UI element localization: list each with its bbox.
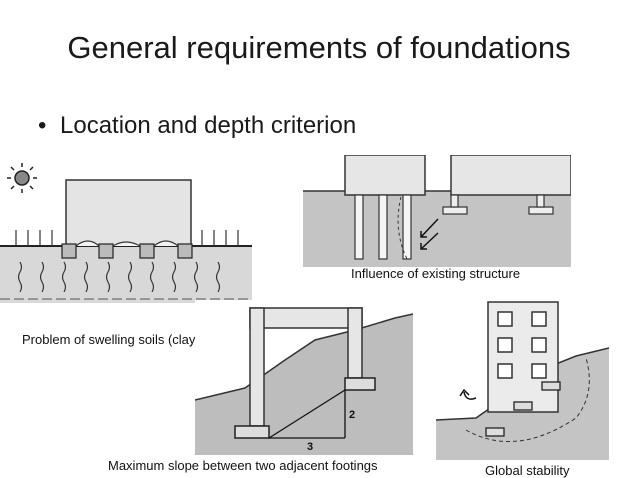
bullet-item: • Location and depth criterion: [38, 112, 356, 140]
caption-slope-footings: Maximum slope between two adjacent footi…: [108, 458, 378, 473]
slide-title: General requirements of foundations: [67, 30, 571, 65]
caption-swelling-soils: Problem of swelling soils (clays): [22, 332, 207, 347]
slope-label-2: 2: [349, 409, 355, 421]
figure-global-stability: [436, 298, 609, 460]
caption-global-stability: Global stability: [485, 463, 570, 478]
figure-slope-footings: 2 3: [195, 300, 413, 455]
caption-existing-structure: Influence of existing structure: [351, 266, 521, 281]
bullet-text: Location and depth criterion: [60, 112, 357, 139]
figure-existing-structure: [303, 155, 571, 267]
sun-icon: [7, 163, 37, 193]
figure-swelling-soils: [0, 158, 252, 303]
bullet-dot-icon: •: [38, 112, 47, 139]
slope-label-3: 3: [307, 441, 313, 453]
